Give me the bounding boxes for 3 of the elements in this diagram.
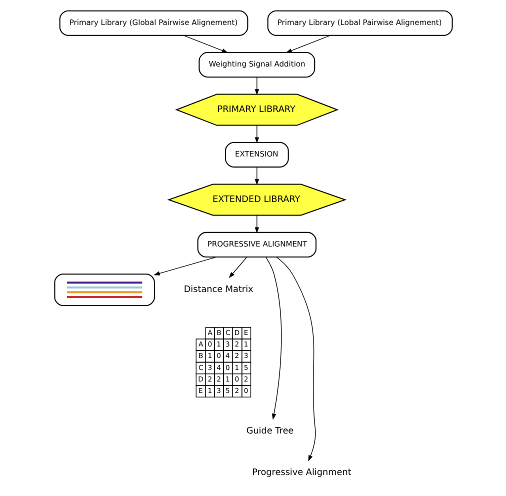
node-text: Distance Matrix — [183, 285, 253, 296]
node-text: Progressive Alignment — [252, 468, 351, 478]
node-text: Guide Tree — [246, 426, 294, 437]
